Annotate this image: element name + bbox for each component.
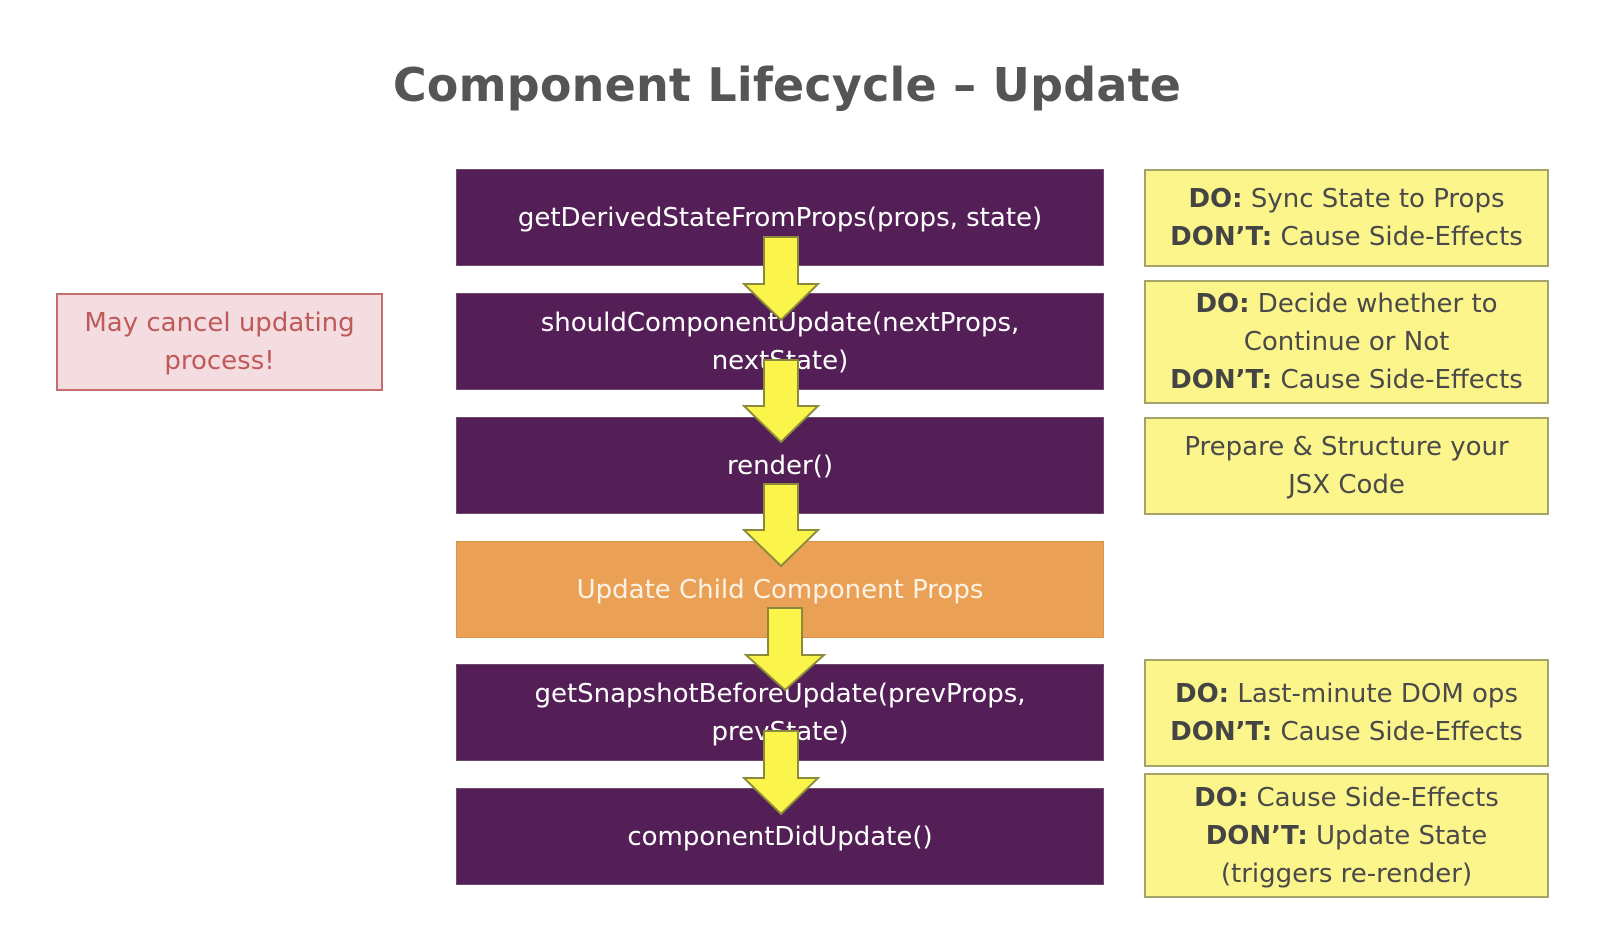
down-arrow-icon (741, 483, 821, 568)
down-arrow-icon (741, 730, 821, 816)
note-line-2: JSX Code (1288, 470, 1405, 500)
note-should-component-update: DO: Decide whether to Continue or Not DO… (1144, 280, 1549, 404)
note-dont-line-continued: (triggers re-render) (1220, 858, 1473, 889)
note-dont-line: DON’T: Cause Side-Effects (1170, 365, 1523, 395)
note-do-line-continued: Continue or Not (1243, 327, 1450, 357)
note-component-did-update: DO: Cause Side-Effects DON’T: Update Sta… (1144, 773, 1549, 898)
warning-line-2: process! (164, 346, 275, 376)
down-arrow-icon (741, 359, 821, 444)
note-do-line: DO: Cause Side-Effects (1194, 782, 1499, 813)
step-get-derived-state-from-props: getDerivedStateFromProps(props, state) (456, 169, 1104, 266)
note-do-line: DO: Decide whether to (1195, 289, 1498, 319)
note-render: Prepare & Structure your JSX Code (1144, 417, 1549, 515)
cancel-warning-box: May cancel updating process! (56, 293, 383, 391)
note-do-line: DO: Sync State to Props (1188, 184, 1505, 214)
note-get-snapshot: DO: Last-minute DOM ops DON’T: Cause Sid… (1144, 659, 1549, 767)
note-do-line: DO: Last-minute DOM ops (1174, 679, 1518, 709)
note-dont-line: DON’T: Cause Side-Effects (1170, 222, 1523, 252)
step-label: componentDidUpdate() (627, 821, 933, 852)
note-get-derived-state: DO: Sync State to Props DON’T: Cause Sid… (1144, 169, 1549, 267)
step-label: render() (726, 450, 834, 481)
diagram-title: Component Lifecycle – Update (392, 58, 1182, 112)
note-line-1: Prepare & Structure your (1184, 432, 1509, 462)
down-arrow-icon (743, 607, 827, 692)
step-label: Update Child Component Props (576, 574, 984, 605)
warning-line-1: May cancel updating (84, 308, 355, 338)
step-label: getDerivedStateFromProps(props, state) (517, 202, 1043, 233)
down-arrow-icon (741, 236, 821, 322)
note-dont-line: DON’T: Update State (1205, 820, 1488, 851)
note-dont-line: DON’T: Cause Side-Effects (1170, 717, 1523, 747)
